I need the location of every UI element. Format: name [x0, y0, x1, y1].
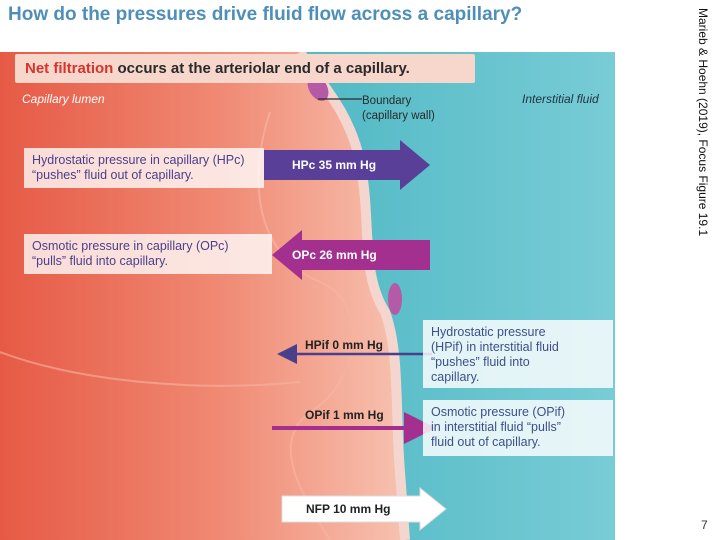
nucleus [388, 283, 402, 315]
opc-value: OPc 26 mm Hg [292, 248, 377, 262]
banner-highlight: Net filtration [25, 60, 113, 77]
net-filtration-banner: Net filtration occurs at the arteriolar … [15, 54, 475, 83]
hpif-value: HPif 0 mm Hg [305, 338, 383, 352]
description-line: (HPif) in interstitial fluid [431, 340, 605, 355]
figure-title: How do the pressures drive fluid flow ac… [8, 4, 522, 26]
boundary-label-line: (capillary wall) [362, 109, 435, 124]
source-caption-text: Marieb & Hoehn (2019), Focus Figure 19.1 [696, 8, 710, 236]
description-line: Hydrostatic pressure [431, 325, 605, 340]
description-line: Osmotic pressure in capillary (OPc) [32, 239, 264, 254]
source-caption: Marieb & Hoehn (2019), Focus Figure 19.1 [698, 8, 720, 290]
description-line: “pushes” fluid out of capillary. [32, 168, 256, 183]
opif-description: Osmotic pressure (OPif) in interstitial … [423, 400, 613, 456]
interstitial-fluid-label: Interstitial fluid [522, 92, 599, 106]
description-line: “pulls” fluid into capillary. [32, 254, 264, 269]
page-number: 7 [701, 518, 708, 532]
hpif-description: Hydrostatic pressure (HPif) in interstit… [423, 320, 613, 388]
boundary-label: Boundary (capillary wall) [362, 94, 435, 124]
boundary-label-line: Boundary [362, 94, 435, 109]
nfp-value: NFP 10 mm Hg [306, 502, 390, 516]
opc-description: Osmotic pressure in capillary (OPc) “pul… [24, 234, 272, 274]
description-line: “pushes” fluid into [431, 355, 605, 370]
description-line: in interstitial fluid “pulls” [431, 420, 605, 435]
description-line: capillary. [431, 370, 605, 385]
description-line: Osmotic pressure (OPif) [431, 405, 605, 420]
capillary-pressure-figure: How do the pressures drive fluid flow ac… [0, 0, 615, 540]
hpc-description: Hydrostatic pressure in capillary (HPc) … [24, 148, 264, 188]
banner-text: occurs at the arteriolar end of a capill… [118, 60, 410, 77]
description-line: fluid out of capillary. [431, 435, 605, 450]
capillary-lumen-label: Capillary lumen [22, 92, 105, 106]
diagram-background [0, 52, 615, 540]
hpc-value: HPc 35 mm Hg [292, 158, 376, 172]
diagram-panel: Net filtration occurs at the arteriolar … [0, 52, 615, 540]
description-line: Hydrostatic pressure in capillary (HPc) [32, 153, 256, 168]
opif-value: OPif 1 mm Hg [305, 408, 384, 422]
